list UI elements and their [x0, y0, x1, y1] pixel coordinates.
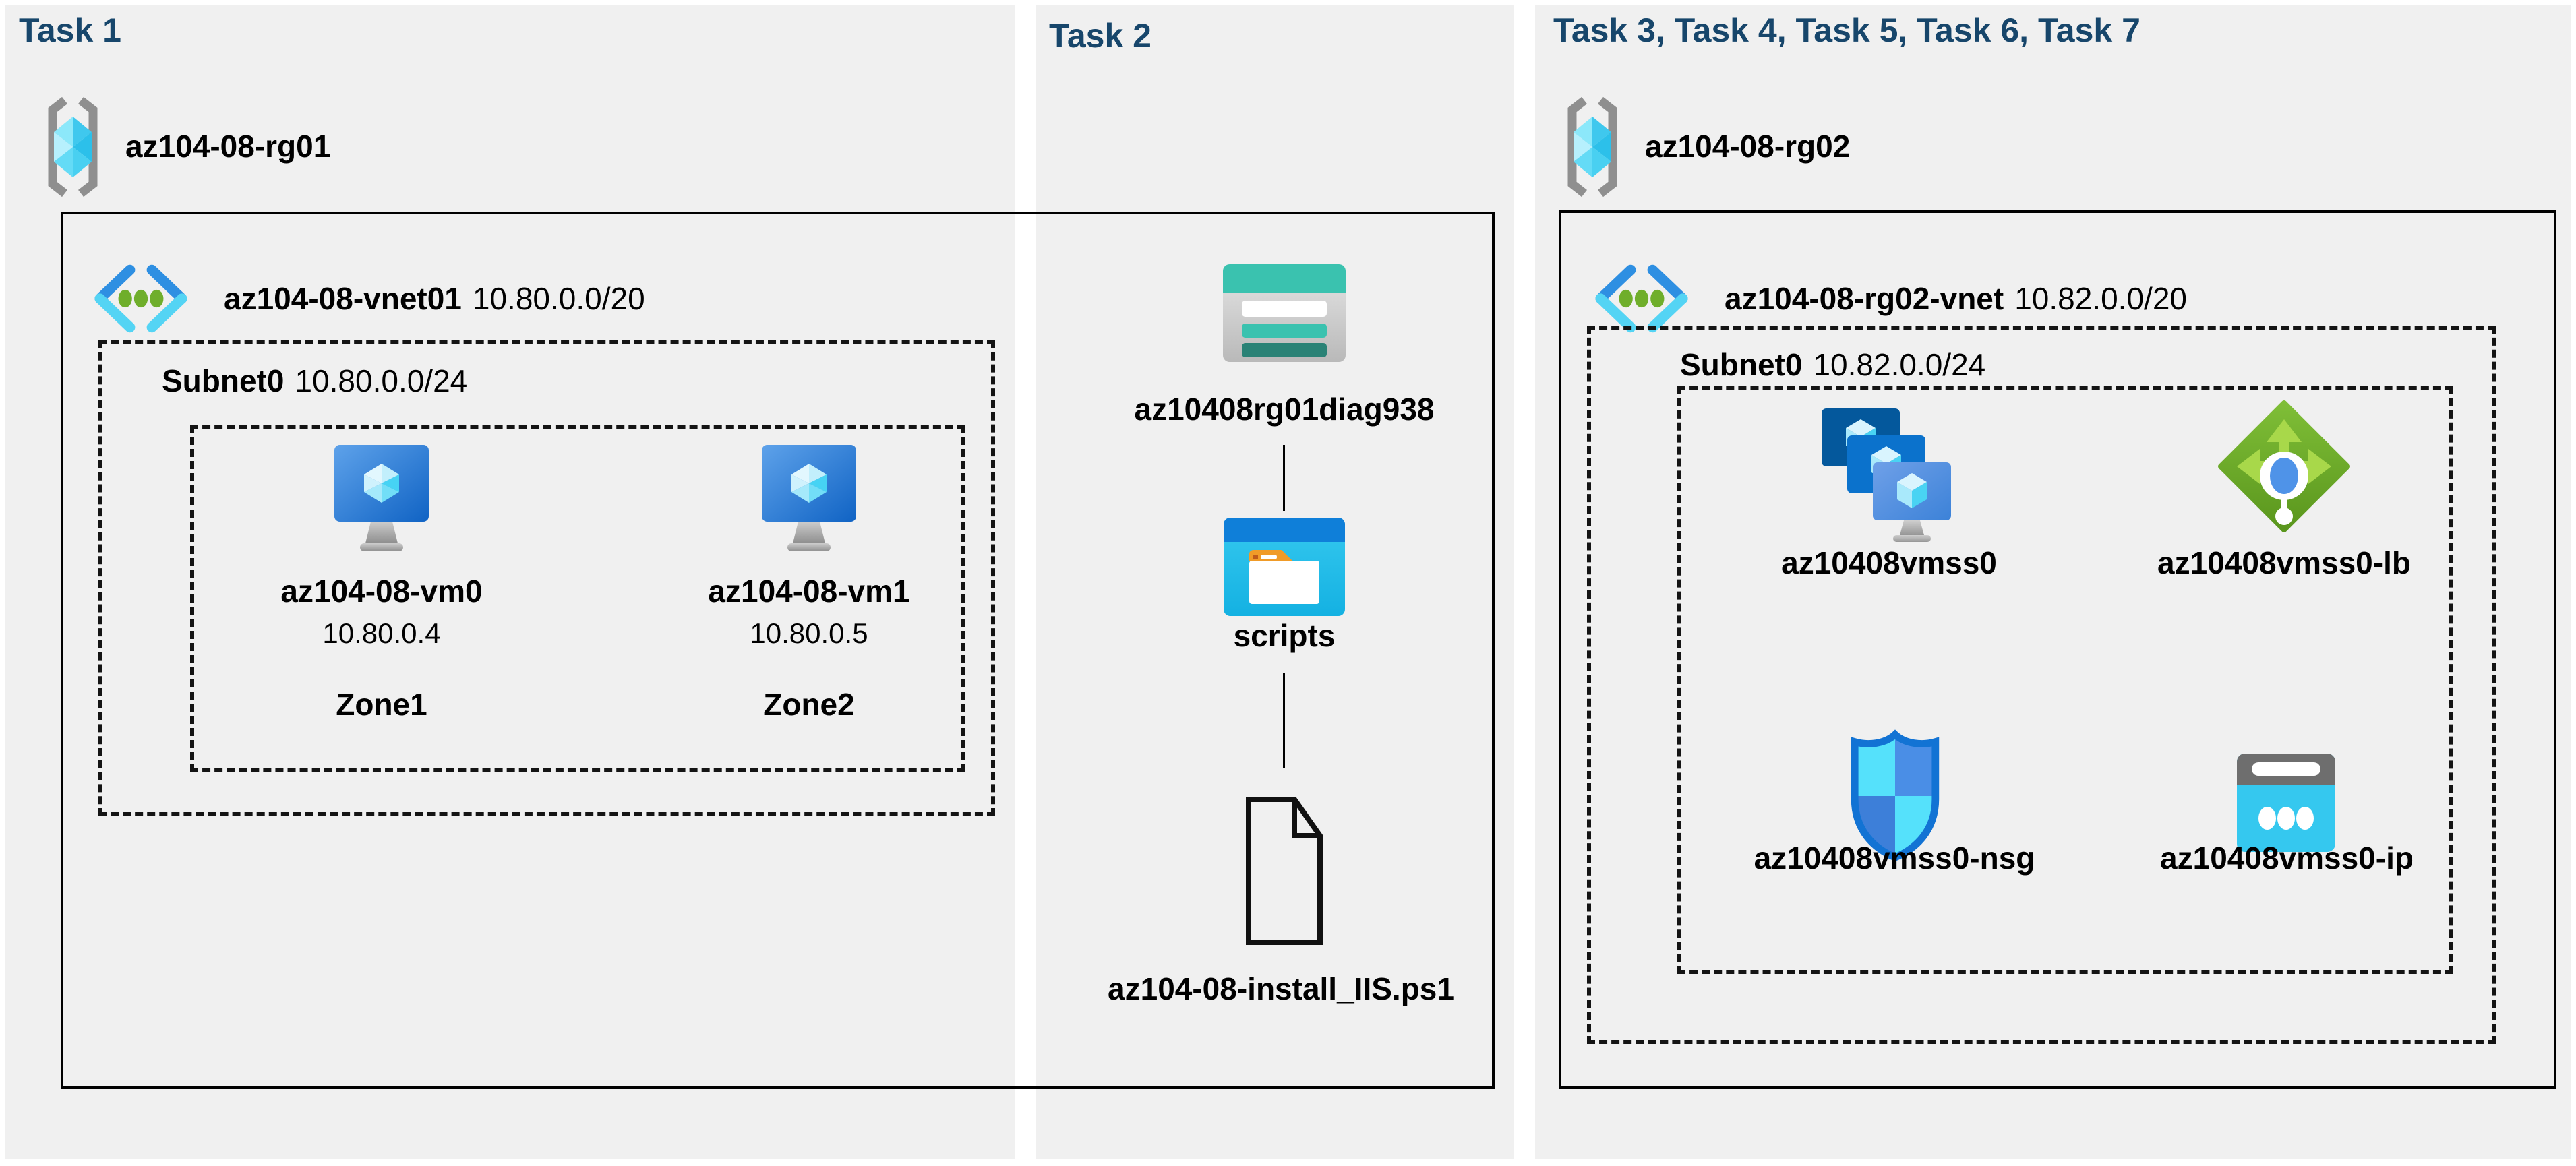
install-script-name: az104-08-install_IIS.ps1	[1108, 971, 1454, 1006]
subnet0-rg01-boundary	[98, 340, 995, 816]
panel-task1	[5, 5, 1015, 1159]
virtual-network-icon	[93, 264, 189, 333]
storage-account-icon	[1223, 264, 1346, 362]
resource-group-icon	[1561, 96, 1623, 198]
vm1-ip: 10.80.0.5	[750, 617, 868, 649]
resource-group-name: az104-08-rg01	[125, 129, 331, 164]
connector-scripts-file	[1283, 673, 1285, 768]
vnet02-label: az104-08-rg02-vnet 10.82.0.0/20	[1725, 280, 2187, 317]
public-ip-icon	[2237, 754, 2335, 852]
vm0-zone: Zone1	[336, 687, 427, 722]
vm-scale-set-icon	[1820, 402, 1955, 542]
resource-group-icon	[42, 96, 104, 198]
vnet01-label: az104-08-vnet01 10.80.0.0/20	[224, 280, 645, 317]
task2-title: Task 2	[1049, 17, 1151, 55]
vmss-name: az10408vmss0	[1781, 545, 1997, 580]
vnet01-boundary	[61, 212, 1495, 1089]
vnet01-name: az104-08-vnet01	[224, 281, 462, 316]
load-balancer-name: az10408vmss0-lb	[2157, 545, 2411, 580]
resource-group-2-name: az104-08-rg02	[1645, 129, 1851, 164]
subnet0-rg01-name: Subnet0	[162, 363, 284, 398]
scripts-container-name: scripts	[1233, 618, 1336, 653]
virtual-network-icon	[1594, 264, 1689, 333]
vnet01-cidr: 10.80.0.0/20	[472, 281, 645, 316]
storage-account-name: az10408rg01diag938	[1134, 392, 1435, 427]
vnet02-cidr: 10.82.0.0/20	[2014, 281, 2187, 316]
subnet0-rg01-cidr: 10.80.0.0/24	[295, 363, 468, 398]
file-icon	[1243, 794, 1325, 948]
task1-title: Task 1	[19, 11, 121, 49]
subnet0-rg02-label: Subnet0 10.82.0.0/24	[1680, 346, 1985, 383]
subnet0-rg02-name: Subnet0	[1680, 347, 1803, 382]
vm0-ip: 10.80.0.4	[322, 617, 441, 649]
vm1-name: az104-08-vm1	[708, 574, 910, 609]
subnet0-rg02-boundary	[1587, 326, 2496, 1044]
network-security-group-icon	[1845, 728, 1945, 864]
subnet0-rg02-cidr: 10.82.0.0/24	[1813, 347, 1986, 382]
vm0-name: az104-08-vm0	[280, 574, 483, 609]
public-ip-name: az10408vmss0-ip	[2160, 840, 2414, 876]
connector-storage-scripts	[1283, 445, 1285, 511]
panel-task3	[1535, 5, 2571, 1159]
virtual-machine-icon	[760, 443, 858, 554]
vnet02-boundary	[1559, 210, 2556, 1089]
folder-icon	[1224, 518, 1345, 616]
vnet02-name: az104-08-rg02-vnet	[1725, 281, 2004, 316]
task3-7-title: Task 3, Task 4, Task 5, Task 6, Task 7	[1553, 11, 2140, 49]
vm1-zone: Zone2	[763, 687, 855, 722]
subnet0-rg01-label: Subnet0 10.80.0.0/24	[162, 363, 467, 399]
load-balancer-icon	[2218, 400, 2350, 532]
nsg-name: az10408vmss0-nsg	[1754, 840, 2035, 876]
virtual-machine-icon	[333, 443, 430, 554]
availability-zones-boundary	[190, 425, 965, 772]
vmss-resources-boundary	[1677, 386, 2453, 974]
